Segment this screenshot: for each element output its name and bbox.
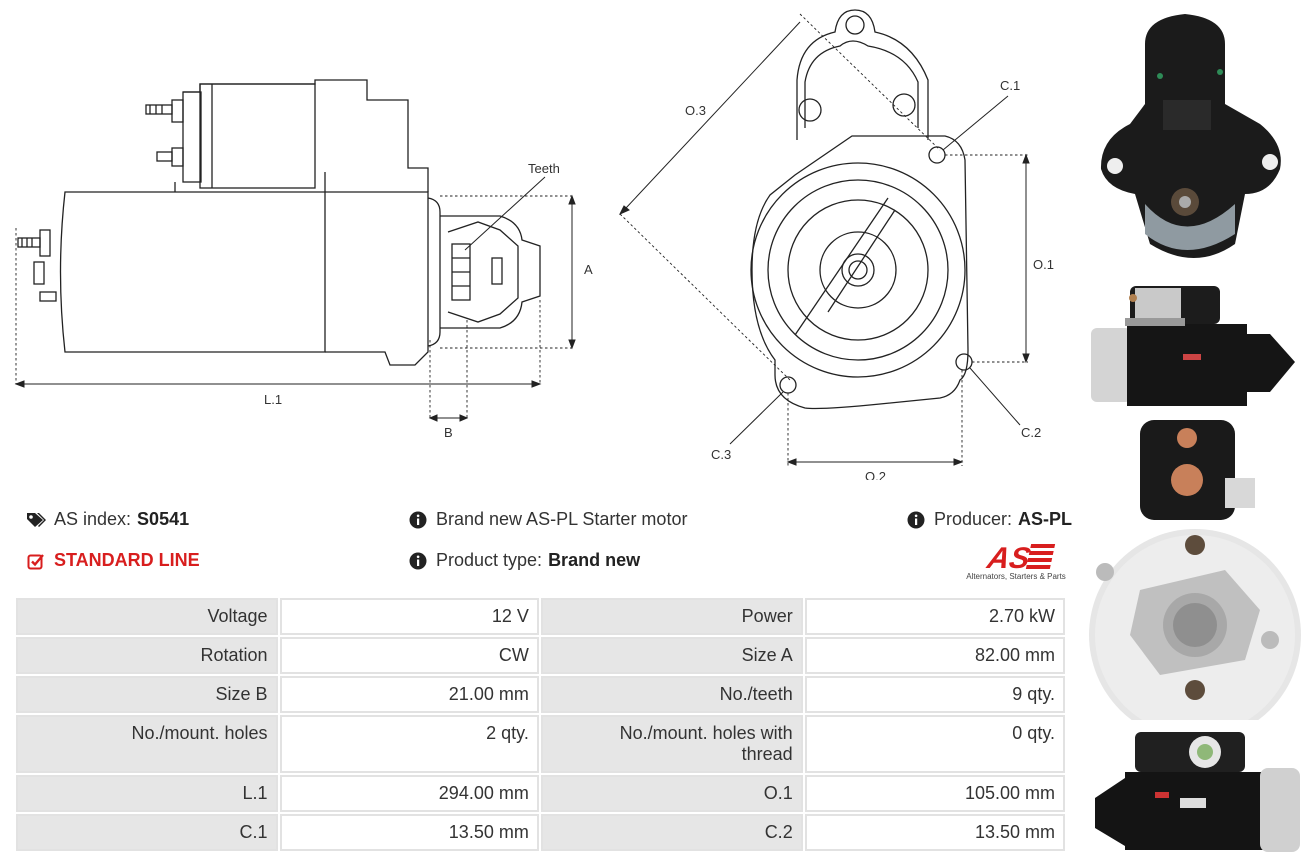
tags-icon xyxy=(26,510,46,530)
photo-perspective-view[interactable] xyxy=(1085,728,1306,856)
as-index-value: S0541 xyxy=(137,509,190,529)
spec-label: C.2 xyxy=(540,814,803,851)
spec-value: 82.00 mm xyxy=(804,637,1065,674)
producer-value: AS-PL xyxy=(1018,509,1073,529)
description-row: Brand new AS-PL Starter motor xyxy=(408,509,687,530)
table-row: C.1 13.50 mm C.2 13.50 mm xyxy=(16,814,1065,851)
table-row: Voltage 12 V Power 2.70 kW xyxy=(16,598,1065,635)
specs-table: Voltage 12 V Power 2.70 kW Rotation CW S… xyxy=(14,596,1067,853)
logo-tagline: Alternators, Starters & Parts xyxy=(966,572,1066,581)
dim-a-label: A xyxy=(584,262,593,277)
spec-label: No./teeth xyxy=(540,676,803,713)
dim-c3-label: C.3 xyxy=(711,447,731,462)
dim-o1-label: O.1 xyxy=(1033,257,1054,272)
spec-value: 13.50 mm xyxy=(804,814,1065,851)
spec-value: 9 qty. xyxy=(804,676,1065,713)
dim-c2-label: C.2 xyxy=(1021,425,1041,440)
spec-label: Voltage xyxy=(16,598,278,635)
spec-value: 2.70 kW xyxy=(804,598,1065,635)
as-pl-logo: AS xyxy=(984,542,1056,575)
check-square-icon xyxy=(26,551,46,571)
table-row: Size B 21.00 mm No./teeth 9 qty. xyxy=(16,676,1065,713)
info-icon xyxy=(906,510,926,530)
spec-value: 21.00 mm xyxy=(279,676,539,713)
spec-value: CW xyxy=(279,637,539,674)
info-icon xyxy=(408,510,428,530)
table-row: Rotation CW Size A 82.00 mm xyxy=(16,637,1065,674)
spec-label: Power xyxy=(540,598,803,635)
as-index-label: AS index: xyxy=(54,509,132,529)
dim-o2-label: O.2 xyxy=(865,469,886,480)
as-index-row: AS index: S0541 xyxy=(26,509,189,530)
spec-value: 13.50 mm xyxy=(279,814,539,851)
table-row: No./mount. holes 2 qty. No./mount. holes… xyxy=(16,715,1065,773)
logo-text: AS xyxy=(984,542,1034,575)
standard-line-badge: STANDARD LINE xyxy=(26,550,200,571)
info-icon xyxy=(408,551,428,571)
front-view-drawing xyxy=(750,9,973,410)
spec-label: C.1 xyxy=(16,814,278,851)
photo-rear-view[interactable] xyxy=(1085,420,1306,720)
technical-drawings: Teeth A B L.1 O.1 O.2 O.3 C.1 C.2 C.3 xyxy=(14,9,1054,480)
spec-label: No./mount. holes with thread xyxy=(540,715,803,773)
dim-b-label: B xyxy=(444,425,453,440)
description-text: Brand new AS-PL Starter motor xyxy=(436,509,688,529)
spec-label: No./mount. holes xyxy=(16,715,278,773)
producer-row: Producer: AS-PL xyxy=(906,509,1072,530)
photo-side-view[interactable] xyxy=(1085,282,1306,410)
spec-label: L.1 xyxy=(16,775,278,812)
spec-label: Rotation xyxy=(16,637,278,674)
product-photos xyxy=(1085,0,1306,860)
dim-l1-label: L.1 xyxy=(264,392,282,407)
teeth-label: Teeth xyxy=(528,161,560,176)
side-view-drawing xyxy=(17,79,541,366)
spec-value: 2 qty. xyxy=(279,715,539,773)
spec-label: Size A xyxy=(540,637,803,674)
photo-front-view[interactable] xyxy=(1085,4,1306,272)
dim-c1-label: C.1 xyxy=(1000,78,1020,93)
product-type-row: Product type: Brand new xyxy=(408,550,640,571)
producer-label: Producer: xyxy=(934,509,1013,529)
spec-label: Size B xyxy=(16,676,278,713)
spec-label: O.1 xyxy=(540,775,803,812)
spec-value: 294.00 mm xyxy=(279,775,539,812)
spec-value: 0 qty. xyxy=(804,715,1065,773)
dim-o3-label: O.3 xyxy=(685,103,706,118)
spec-value: 105.00 mm xyxy=(804,775,1065,812)
product-type-value: Brand new xyxy=(548,550,641,570)
standard-line-label: STANDARD LINE xyxy=(54,550,200,570)
table-row: L.1 294.00 mm O.1 105.00 mm xyxy=(16,775,1065,812)
product-type-label: Product type: xyxy=(436,550,543,570)
spec-value: 12 V xyxy=(279,598,539,635)
